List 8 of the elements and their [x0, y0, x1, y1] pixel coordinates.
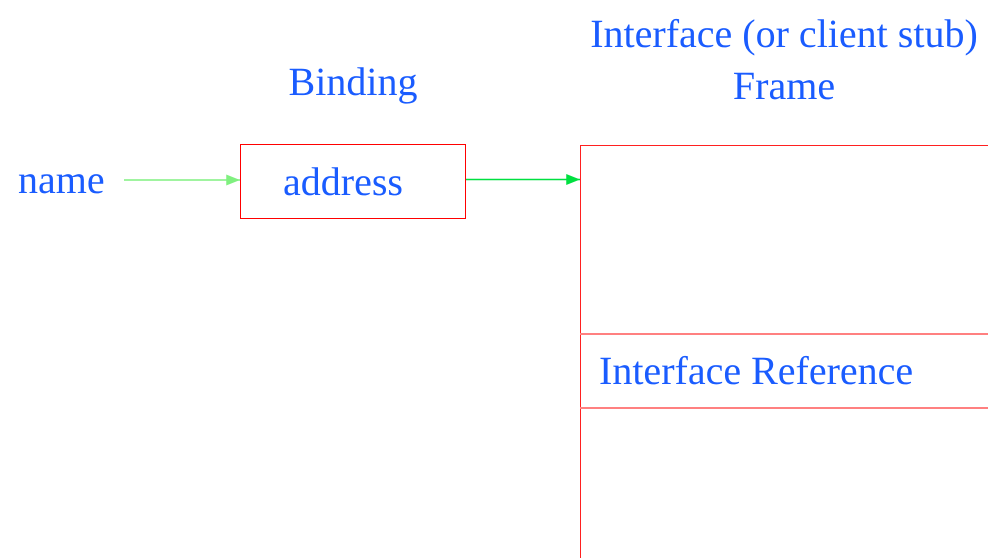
arrow: [124, 174, 240, 186]
field-label: address: [283, 162, 403, 202]
row-label: Interface Reference: [599, 351, 914, 391]
arrow: [466, 174, 580, 185]
name-label: name: [18, 157, 105, 202]
frame-heading: Interface (or client stub) Frame: [589, 10, 979, 110]
frame-row: [580, 333, 988, 409]
node-heading: Binding: [288, 62, 418, 102]
